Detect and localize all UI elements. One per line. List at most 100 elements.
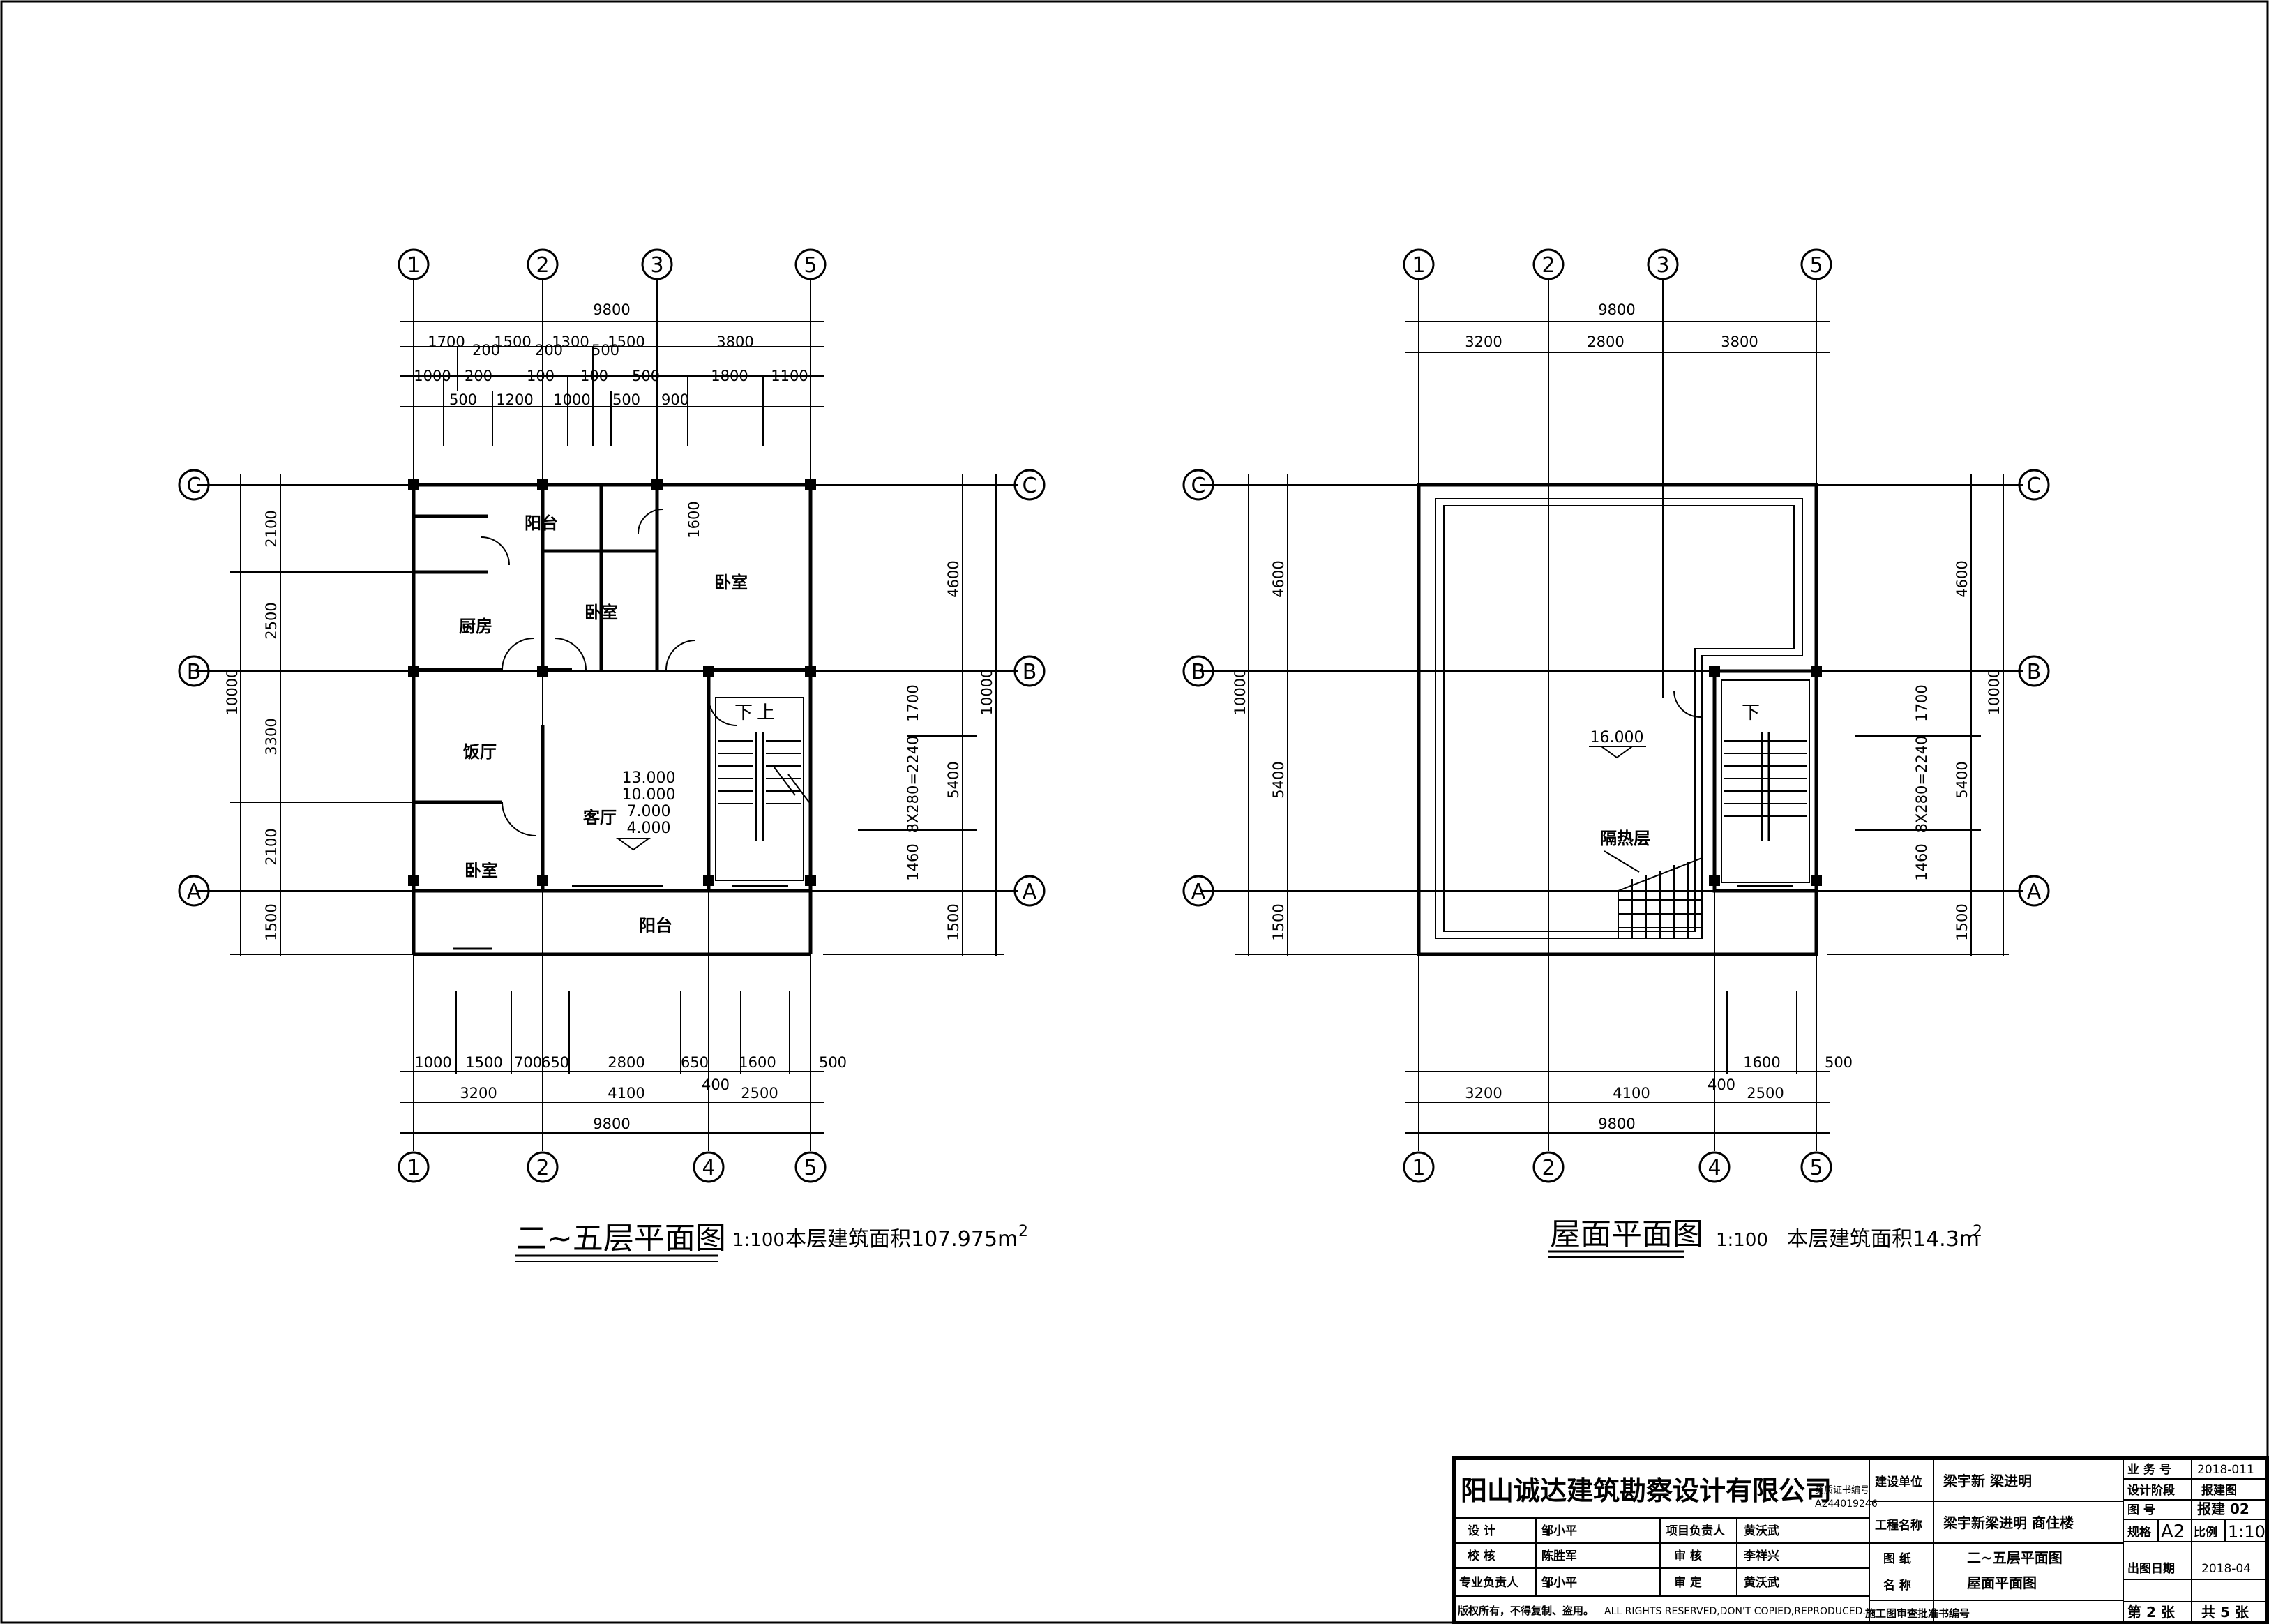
dim-1600: 1600 <box>686 501 702 538</box>
sheet-number: 第 2 张 <box>2127 1604 2176 1621</box>
dim-top-total: 9800 <box>1598 301 1635 318</box>
client-label: 建设单位 <box>1875 1475 1922 1489</box>
title-scale: 1:100 <box>2228 1522 2269 1542</box>
dim-top-r2: 1000 <box>414 368 451 384</box>
dim-right: 1500 <box>945 903 962 940</box>
dim-bottom-total: 9800 <box>1598 1115 1635 1132</box>
scale-label: 比例 <box>2194 1525 2217 1540</box>
dim-top-r2: 500 <box>632 368 660 384</box>
client: 梁宇新 梁进明 <box>1943 1473 2032 1489</box>
dim-top-r3: 900 <box>661 391 689 408</box>
title-block: 阳山诚达建筑勘察设计有限公司 资质证书编号 A244019246 设 计 邹小平… <box>1452 1456 2269 1624</box>
cert-label: 资质证书编号 <box>1815 1485 1869 1496</box>
dim-bottom-r1: 650 <box>541 1054 569 1071</box>
dim-right: 5400 <box>945 761 962 798</box>
stage: 报建图 <box>2201 1483 2237 1498</box>
dim-top-r1: 3200 <box>1465 333 1502 350</box>
dim-top-r2: 1800 <box>711 368 748 384</box>
check-label: 校 核 <box>1468 1549 1495 1563</box>
dim-bottom-r1: 1000 <box>414 1054 451 1071</box>
dim-right: 4600 <box>945 560 962 597</box>
dim-bottom-r2: 2500 <box>741 1085 778 1102</box>
designer: 邹小平 <box>1541 1524 1577 1538</box>
axis-5-top: 5 <box>1809 253 1823 278</box>
dim-right: 1460 <box>1913 843 1930 880</box>
floor-plan-2-5: 1 2 3 5 1 2 4 5 C B A C B A 9800 1700 20… <box>178 248 1046 1262</box>
plan2-scale: 1:100 <box>1716 1230 1768 1251</box>
axis-a-right: A <box>2027 880 2042 904</box>
stair-dim: 8X280=2240 <box>1913 736 1930 833</box>
review-label: 审 核 <box>1674 1549 1702 1563</box>
project: 梁宇新梁进明 商住楼 <box>1943 1514 2074 1531</box>
elevation-7: 7.000 <box>627 803 671 820</box>
dim-bottom-mid: 400 <box>702 1076 730 1093</box>
axis-3-top: 3 <box>1656 253 1669 278</box>
insulation-hatch <box>1604 850 1703 939</box>
approve-label: 审 定 <box>1674 1575 1702 1590</box>
dim-top-r2: 100 <box>527 368 555 384</box>
dim-bottom-r2: 2500 <box>1747 1085 1784 1102</box>
roof-elevation: 16.000 <box>1590 729 1644 746</box>
company-name: 阳山诚达建筑勘察设计有限公司 <box>1461 1475 1832 1506</box>
dim-right: 1460 <box>905 843 921 880</box>
dim-bottom-r1: 1600 <box>1743 1054 1780 1071</box>
dim-left: 2100 <box>263 828 280 865</box>
dim-left: 2500 <box>263 602 280 639</box>
axis-2-bottom: 2 <box>1541 1156 1555 1180</box>
drawing-label-2: 名 称 <box>1883 1578 1911 1593</box>
elevation-10: 10.000 <box>622 786 676 804</box>
dim-left-total: 10000 <box>1232 669 1249 716</box>
dim-top-r1: 500 <box>591 342 619 359</box>
dim-right: 4600 <box>1954 560 1970 597</box>
dim-left: 1500 <box>1270 903 1287 940</box>
design-label: 设 计 <box>1468 1524 1495 1538</box>
axis-4-bottom: 4 <box>1708 1156 1721 1180</box>
axis-b-left: B <box>187 660 202 684</box>
room-balcony-south: 阳台 <box>639 916 672 935</box>
dim-top-r1: 1500 <box>494 333 531 350</box>
dim-right: 1700 <box>905 684 921 721</box>
dim-top-r1: 1300 <box>552 333 589 350</box>
axis-1-top: 1 <box>407 253 420 278</box>
dim-top-r1: 2800 <box>1587 333 1624 350</box>
dim-top-total: 9800 <box>593 301 630 318</box>
dim-top-r1: 200 <box>472 342 500 359</box>
dim-right-total: 10000 <box>1986 669 2003 716</box>
cert-number: A244019246 <box>1815 1498 1878 1510</box>
stair-down: 下 <box>734 702 753 723</box>
project-label: 工程名称 <box>1875 1518 1922 1533</box>
room-balcony-north: 阳台 <box>525 513 558 533</box>
dim-bottom-r1: 700 <box>514 1054 542 1071</box>
dim-top-r3: 500 <box>449 391 477 408</box>
dim-bottom-mid: 400 <box>1708 1076 1735 1093</box>
axis-b-left: B <box>1191 660 1206 684</box>
pm-label: 项目负责人 <box>1666 1524 1726 1538</box>
dim-top-r1: 1500 <box>608 333 644 350</box>
plan1-area: 本层建筑面积107.975m <box>785 1227 1018 1251</box>
axis-5-bottom: 5 <box>1809 1156 1823 1180</box>
axis-c-left: C <box>187 474 202 498</box>
drawing-name-1: 二~五层平面图 <box>1967 1549 2063 1566</box>
axis-a-right: A <box>1023 880 1037 904</box>
date-label: 出图日期 <box>2127 1561 2175 1576</box>
copyright: 版权所有，不得复制、盗用。 <box>1458 1604 1594 1617</box>
dim-top-r2: 1100 <box>771 368 808 384</box>
room-bedroom-east: 卧室 <box>714 573 748 592</box>
dim-bottom-r2: 3200 <box>1465 1085 1502 1102</box>
room-kitchen: 厨房 <box>459 617 492 636</box>
dim-top-r2: 100 <box>580 368 608 384</box>
rights-statement: ALL RIGHTS RESERVED,DON'T COPIED,REPRODU… <box>1604 1606 1866 1617</box>
specialist-label: 专业负责人 <box>1459 1575 1519 1590</box>
room-bedroom-mid: 卧室 <box>585 603 618 622</box>
axis-5-bottom: 5 <box>804 1156 817 1180</box>
dim-top-r3: 1200 <box>496 391 533 408</box>
elevation-13: 13.000 <box>622 769 676 787</box>
axis-b-right: B <box>1023 660 1037 684</box>
drawing-no-label: 图 号 <box>2127 1503 2155 1517</box>
approver: 黄沃武 <box>1744 1575 1779 1590</box>
stair-dim: 8X280=2240 <box>905 736 921 833</box>
plan1-area-sup: 2 <box>1018 1223 1028 1240</box>
axis-3-top: 3 <box>650 253 663 278</box>
dim-bottom-r1: 500 <box>819 1054 847 1071</box>
drawing-label-1: 图 纸 <box>1883 1551 1911 1566</box>
